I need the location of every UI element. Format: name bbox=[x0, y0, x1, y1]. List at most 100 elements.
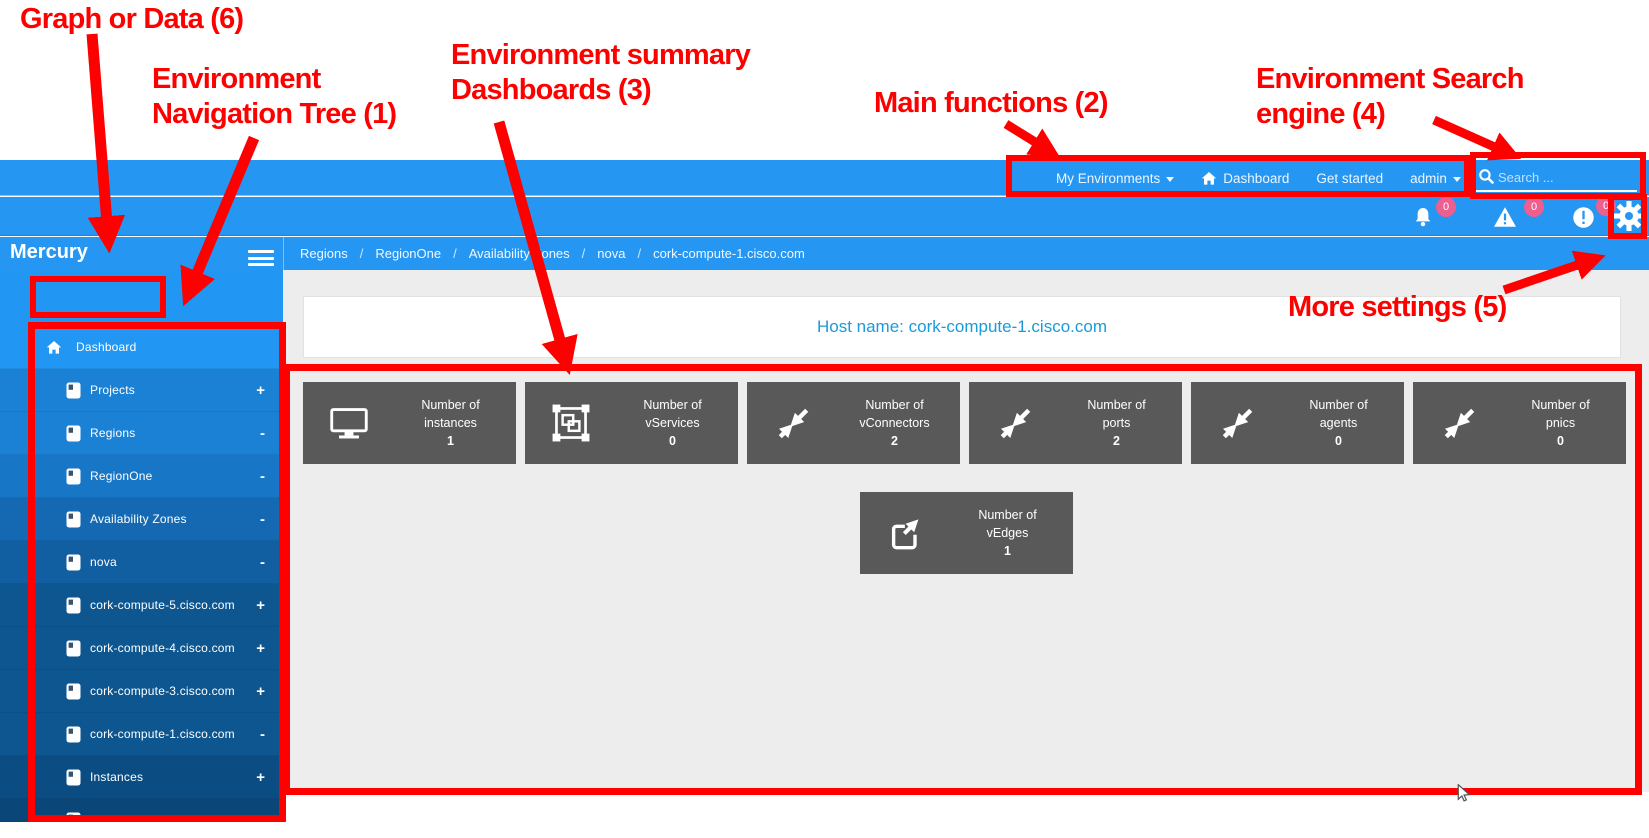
tree-collapse-icon[interactable]: - bbox=[260, 467, 265, 485]
tree-item-availability-zones[interactable]: Availability Zones - bbox=[0, 498, 283, 541]
tile-count: 1 bbox=[1004, 544, 1011, 558]
tree-collapse-icon[interactable]: - bbox=[260, 424, 265, 442]
chevron-down-icon bbox=[1452, 176, 1461, 182]
gear-icon[interactable] bbox=[1614, 201, 1644, 236]
summary-tile-vedges[interactable]: Number of vEdges 1 bbox=[860, 492, 1073, 574]
tile-icon-holder bbox=[747, 407, 839, 440]
annotation-main-functions: Main functions (2) bbox=[874, 87, 1109, 119]
tree-item-regionone[interactable]: RegionOne- bbox=[0, 455, 283, 498]
breadcrumb-item-regionone[interactable]: RegionOne bbox=[375, 246, 442, 261]
tile-label-line2: vEdges bbox=[986, 526, 1029, 540]
tree-expand-icon[interactable]: + bbox=[256, 639, 265, 657]
search-underline bbox=[1476, 190, 1637, 192]
compress-icon bbox=[777, 407, 810, 440]
tree-item-label: nova bbox=[90, 555, 117, 569]
tree-item-cork-compute-1-cisco-com[interactable]: cork-compute-1.cisco.com- bbox=[0, 713, 283, 756]
book-icon bbox=[66, 812, 81, 822]
breadcrumb-item-nova[interactable]: nova bbox=[597, 246, 626, 261]
tree-item-partial bbox=[0, 799, 283, 822]
tree-item-cork-compute-3-cisco-com[interactable]: cork-compute-3.cisco.com+ bbox=[0, 670, 283, 713]
tree-collapse-icon[interactable]: - bbox=[260, 725, 265, 743]
tile-icon-holder bbox=[1413, 407, 1505, 440]
tree-expand-icon[interactable]: + bbox=[256, 596, 265, 614]
external-link-icon bbox=[888, 515, 924, 551]
tile-icon-holder bbox=[525, 404, 617, 442]
book-icon bbox=[66, 554, 81, 571]
tree-expand-icon[interactable]: + bbox=[256, 768, 265, 786]
tree-item-regions[interactable]: Regions - bbox=[0, 412, 283, 455]
tile-label-line1: Number of bbox=[1087, 398, 1146, 412]
tree-item-dashboard[interactable]: Dashboard bbox=[0, 326, 283, 369]
breadcrumb-item-cork-compute-1-cisco-com[interactable]: cork-compute-1.cisco.com bbox=[653, 246, 805, 261]
error-circle-icon[interactable] bbox=[1572, 206, 1595, 234]
tile-count: 2 bbox=[1113, 434, 1120, 448]
tree-item-label: Availability Zones bbox=[90, 512, 187, 526]
tile-label-line2: instances bbox=[424, 416, 477, 430]
tree-expand-icon[interactable]: + bbox=[256, 381, 265, 399]
tree-item-label: Dashboard bbox=[76, 340, 137, 354]
menu-item-my-environments[interactable]: My Environments bbox=[1056, 170, 1175, 186]
tile-label-line2: vConnectors bbox=[859, 416, 930, 430]
tree-item-label: Regions bbox=[90, 426, 136, 440]
menu-item-label: My Environments bbox=[1056, 170, 1161, 186]
tile-count: 0 bbox=[1335, 434, 1342, 448]
tree-collapse-icon[interactable]: - bbox=[260, 553, 265, 571]
tile-label-line2: agents bbox=[1319, 416, 1358, 430]
breadcrumb-item-regions[interactable]: Regions bbox=[300, 246, 348, 261]
home-icon bbox=[46, 340, 62, 355]
bell-icon[interactable] bbox=[1412, 206, 1434, 233]
menu-item-admin[interactable]: admin bbox=[1410, 171, 1461, 186]
summary-tile-ports[interactable]: Number of ports 2 bbox=[969, 382, 1182, 464]
monitor-icon bbox=[330, 407, 368, 439]
tree-item-label: Instances bbox=[90, 770, 144, 784]
tree-item-instances[interactable]: Instances + bbox=[0, 756, 283, 799]
tree-expand-icon[interactable]: + bbox=[256, 682, 265, 700]
tile-label-line2: ports bbox=[1102, 416, 1131, 430]
chevron-down-icon bbox=[1166, 176, 1175, 182]
book-icon bbox=[66, 726, 81, 743]
summary-tile-row2: Number of vEdges 1 bbox=[860, 492, 1073, 574]
tree-item-projects[interactable]: Projects+ bbox=[0, 369, 283, 412]
tree-item-cork-compute-5-cisco-com[interactable]: cork-compute-5.cisco.com + bbox=[0, 584, 283, 627]
host-name-title: Host name: cork-compute-1.cisco.com bbox=[816, 317, 1108, 336]
search-icon bbox=[1478, 168, 1495, 185]
menu-item-dashboard[interactable]: Dashboard bbox=[1201, 171, 1289, 186]
book-icon bbox=[66, 640, 81, 657]
tree-item-nova[interactable]: nova - bbox=[0, 541, 283, 584]
tile-label-line2: vServices bbox=[645, 416, 700, 430]
breadcrumb-bar bbox=[0, 237, 1649, 270]
hamburger-menu-icon[interactable] bbox=[248, 250, 274, 266]
search-input[interactable] bbox=[1498, 166, 1636, 188]
book-icon bbox=[66, 511, 81, 528]
breadcrumb-separator: / bbox=[637, 246, 642, 261]
bell-badge: 0 bbox=[1436, 197, 1456, 217]
warning-triangle-icon[interactable] bbox=[1492, 206, 1518, 233]
tree-collapse-icon[interactable]: - bbox=[260, 510, 265, 528]
tile-count: 0 bbox=[669, 434, 676, 448]
error-badge: 0 bbox=[1596, 196, 1616, 216]
breadcrumb-separator: / bbox=[359, 246, 364, 261]
main-menu: My Environments Dashboard Get started admin bbox=[1056, 160, 1461, 196]
tree-item-label: cork-compute-5.cisco.com bbox=[90, 598, 235, 612]
menu-item-get-started[interactable]: Get started bbox=[1316, 171, 1383, 186]
tree-item-cork-compute-4-cisco-com[interactable]: cork-compute-4.cisco.com+ bbox=[0, 627, 283, 670]
sidebar-content-divider bbox=[283, 237, 284, 270]
book-icon bbox=[66, 468, 81, 485]
tile-label-line1: Number of bbox=[978, 508, 1037, 522]
tile-label-line1: Number of bbox=[421, 398, 480, 412]
tile-icon-holder bbox=[860, 515, 952, 551]
breadcrumb-item-availability-zones[interactable]: Availability Zones bbox=[468, 246, 570, 261]
